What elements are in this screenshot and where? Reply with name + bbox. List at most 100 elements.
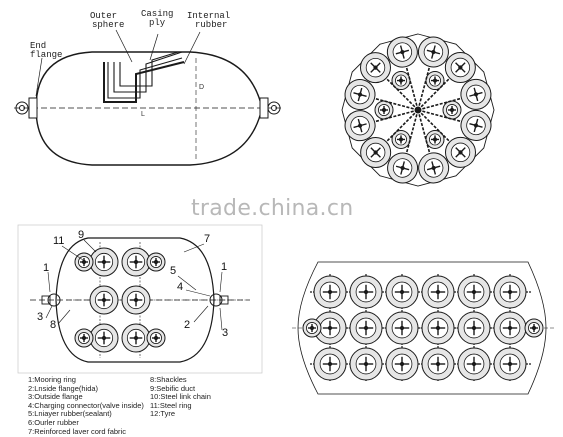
fender-side-view — [292, 261, 556, 395]
tyre — [391, 71, 411, 91]
legend-item: 6:Ourler rubber — [28, 417, 79, 427]
tyre — [121, 285, 151, 315]
chain — [405, 109, 419, 153]
callout-3-right: 3 — [222, 327, 229, 339]
legend-item: 10:Steel link chain — [150, 392, 211, 402]
tyre — [457, 347, 491, 381]
tyre — [391, 129, 411, 149]
chain — [405, 67, 419, 111]
label-internal-rubber: Internal rubber — [187, 11, 231, 30]
tyre — [74, 252, 94, 272]
chain — [375, 109, 419, 123]
tyre — [387, 152, 419, 184]
tyre — [385, 275, 419, 309]
callout-8: 8 — [50, 319, 57, 331]
callout-4: 4 — [177, 281, 184, 293]
chain — [417, 109, 431, 153]
label-casing-ply: Casing ply — [141, 9, 174, 28]
legend-item: 8:Shackles — [150, 375, 187, 384]
tyre — [421, 347, 455, 381]
callout-9: 9 — [78, 229, 85, 241]
tyre — [349, 347, 383, 381]
tyre — [74, 328, 94, 348]
fender-body-outline — [35, 51, 263, 166]
tyre — [89, 323, 119, 353]
tyre — [349, 311, 383, 345]
internal-body-outline — [55, 237, 215, 363]
legend-item: 11:Steel ring — [150, 400, 192, 410]
tyre — [445, 136, 477, 168]
callout-7: 7 — [204, 233, 211, 245]
tyre — [349, 275, 383, 309]
tyre — [89, 285, 119, 315]
callout-5: 5 — [170, 265, 177, 277]
legend-item: 5:Lniayer rubber(sealant) — [28, 409, 112, 419]
tyre — [460, 78, 492, 110]
callout-2: 2 — [184, 319, 191, 331]
tyre — [418, 152, 450, 184]
tyre — [457, 275, 491, 309]
outer-ring — [341, 33, 495, 187]
tyre — [313, 275, 347, 309]
tyre — [421, 311, 455, 345]
legend-item: 2:Lnside flange(hida) — [28, 383, 99, 393]
tyre — [360, 137, 392, 169]
tyre — [385, 347, 419, 381]
tyre — [146, 328, 166, 348]
chain — [417, 97, 461, 111]
cutaway-layers — [103, 51, 185, 103]
legend-item: 4:Charging connector(valve inside) — [28, 400, 144, 410]
tyre — [344, 79, 376, 111]
tyre — [385, 311, 419, 345]
tyre — [386, 36, 418, 68]
legend-right: 8:Shackles 9:Sebific duct 10:Steel link … — [150, 375, 211, 419]
legend-item: 1:Mooring ring — [28, 375, 76, 384]
tyre — [524, 318, 544, 338]
fender-internal-view — [17, 224, 263, 374]
tyre — [444, 51, 476, 83]
label-end-flange: End flange — [30, 41, 63, 60]
legend-item: 7:Reinforced laver cord fabric — [28, 426, 126, 436]
tyre — [146, 252, 166, 272]
callout-3-left: 3 — [37, 311, 44, 323]
chain — [386, 78, 419, 111]
tyre — [374, 100, 394, 120]
fender-section-view — [14, 29, 282, 166]
tyre — [493, 275, 527, 309]
tyre — [313, 347, 347, 381]
dimension-d: D — [199, 84, 205, 91]
net-outline — [297, 261, 547, 395]
chain — [417, 109, 450, 142]
tyre — [359, 52, 391, 84]
chain — [417, 67, 431, 111]
tyre — [121, 247, 151, 277]
tyre — [344, 110, 376, 142]
tyre — [493, 347, 527, 381]
fender-front-view — [341, 33, 495, 187]
label-outer-sphere: Outer sphere — [90, 11, 125, 30]
chain — [417, 78, 450, 111]
legend-item: 9:Sebific duct — [150, 383, 196, 393]
legend-left: 1:Mooring ring 2:Lnside flange(hida) 3:O… — [28, 375, 144, 436]
tyre — [460, 109, 492, 141]
tyre — [121, 323, 151, 353]
tyre — [457, 311, 491, 345]
tyre — [493, 311, 527, 345]
tyre — [442, 100, 462, 120]
tyre — [417, 36, 449, 68]
dimension-l: L — [141, 111, 145, 118]
tyre — [425, 71, 445, 91]
callout-1-left: 1 — [43, 262, 50, 274]
chain — [375, 97, 419, 111]
watermark: trade.china.cn — [191, 196, 354, 221]
tyre — [425, 129, 445, 149]
right-end-flange — [259, 97, 281, 119]
chain — [417, 109, 461, 123]
callout-11: 11 — [53, 235, 65, 247]
legend-item: 12:Tyre — [150, 409, 176, 419]
tyre — [302, 318, 322, 338]
legend-item: 3:Outside flange — [28, 392, 83, 402]
callout-1-right: 1 — [221, 261, 228, 273]
